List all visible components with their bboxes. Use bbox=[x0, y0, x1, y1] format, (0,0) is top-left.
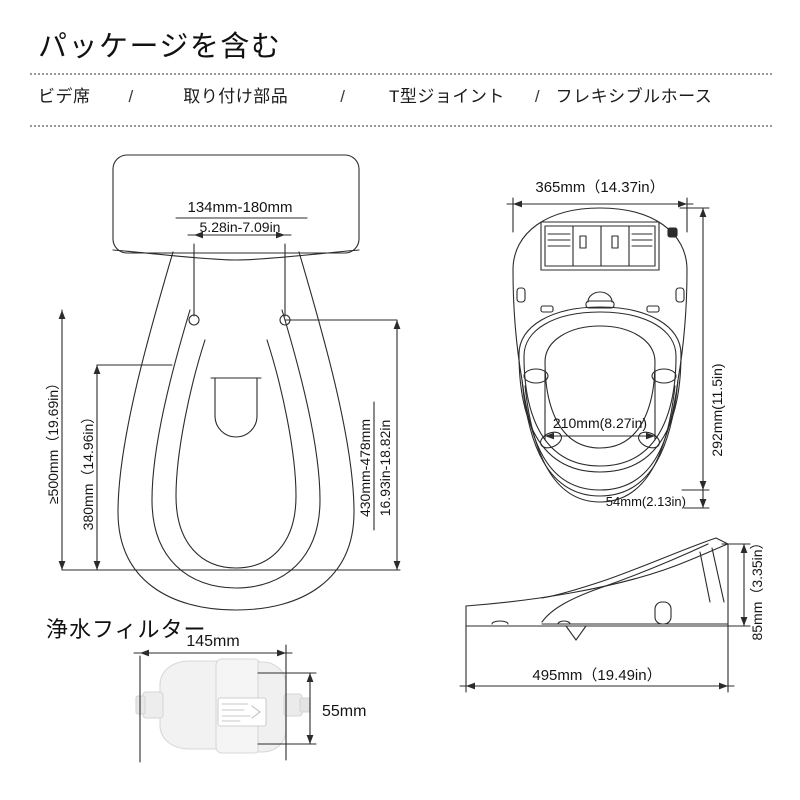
dim-side-length: 495mm（19.49in） bbox=[532, 667, 661, 684]
side-view-drawing bbox=[459, 537, 751, 693]
content-item-flexible-hose: フレキシブルホース bbox=[555, 87, 713, 106]
dim-plan-height: 292mm(11.5in) bbox=[709, 363, 725, 456]
water-filter-section-label: 浄水フィルター bbox=[46, 617, 207, 642]
package-contents-list: ビデ席 / 取り付け部品 / T型ジョイント / フレキシブルホース bbox=[30, 75, 772, 118]
dim-depth-380: 380mm（14.96in） bbox=[80, 410, 96, 531]
content-separator-3: / bbox=[534, 87, 540, 106]
dim-length-in: 16.93in-18.82in bbox=[377, 420, 393, 517]
dim-plan-thickness: 54mm(2.13in) bbox=[606, 494, 686, 509]
dim-plan-width: 365mm（14.37in） bbox=[535, 179, 664, 196]
page-title: パッケージを含む bbox=[38, 31, 282, 63]
dim-clearance-500: ≥500mm（19.69in） bbox=[45, 376, 61, 504]
dim-mount-spacing-in: 5.28in-7.09in bbox=[200, 219, 281, 235]
drawing-svg: 134mm-180mm 5.28in-7.09in ≥500mm（19.69in… bbox=[45, 154, 765, 763]
technical-drawings: 浄水フィルター bbox=[0, 140, 800, 800]
header-divider-top bbox=[30, 73, 772, 75]
dim-filter-length: 145mm bbox=[186, 633, 239, 650]
header-divider-bottom bbox=[30, 125, 772, 127]
content-separator-2: / bbox=[340, 87, 345, 106]
top-view-drawing bbox=[58, 154, 401, 611]
dim-filter-diameter: 55mm bbox=[322, 703, 366, 720]
dim-seat-opening: 210mm(8.27in) bbox=[553, 415, 647, 431]
content-item-mounting-parts: 取り付け部品 bbox=[183, 87, 289, 106]
plan-view-drawing bbox=[506, 197, 710, 509]
dim-mount-spacing-mm: 134mm-180mm bbox=[187, 199, 292, 216]
content-item-t-joint: T型ジョイント bbox=[388, 87, 505, 106]
dim-length-mm: 430mm-478mm bbox=[357, 419, 373, 517]
water-filter-drawing bbox=[133, 644, 317, 763]
dim-side-height: 85mm（3.35in） bbox=[749, 535, 765, 640]
header: パッケージを含む ビデ席 / 取り付け部品 / T型ジョイント / フレキシブル… bbox=[30, 28, 772, 127]
content-item-bidet-seat: ビデ席 bbox=[38, 87, 91, 106]
content-separator-1: / bbox=[128, 87, 134, 106]
